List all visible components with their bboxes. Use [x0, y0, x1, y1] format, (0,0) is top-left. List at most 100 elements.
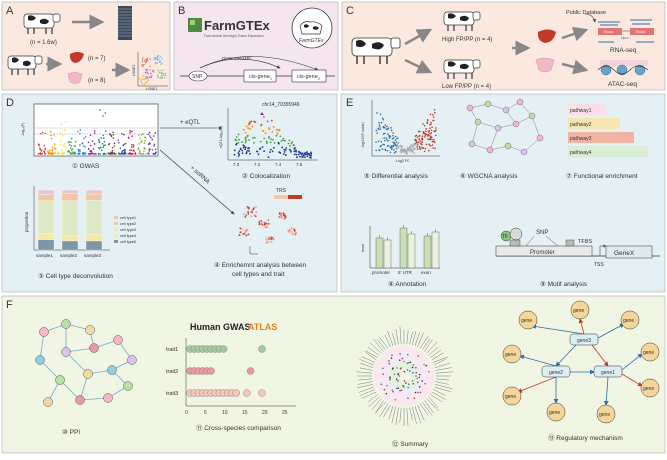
manhattan-point	[44, 132, 46, 135]
wgcna-edge	[523, 137, 541, 153]
volcano-point	[394, 139, 397, 141]
volcano-point	[428, 138, 431, 141]
coloc-point	[284, 139, 286, 142]
volcano-point	[401, 147, 403, 149]
tsne-point	[149, 58, 151, 60]
volcano-point	[432, 116, 435, 118]
coloc-point	[247, 147, 250, 149]
summary-point	[388, 362, 391, 365]
manhattan-point	[61, 134, 64, 137]
trs-point	[283, 214, 286, 216]
volcano-point	[421, 141, 423, 144]
ppi-node	[89, 343, 99, 353]
volcano-point	[388, 134, 390, 137]
badge-text: FarmGTEx	[299, 38, 324, 44]
tsne-point	[155, 56, 157, 59]
xtick: 20	[262, 410, 268, 416]
ppi-edge	[65, 351, 89, 375]
regulation-edge	[621, 373, 643, 387]
trs-point	[260, 222, 262, 225]
panel-a: A (n = 1.6w)	[1, 1, 171, 91]
manhattan-point	[54, 152, 56, 154]
manhattan-point	[139, 137, 141, 140]
manhattan-point	[131, 144, 133, 146]
coloc-point	[301, 152, 304, 155]
manhattan-point	[77, 150, 80, 152]
volcano-point	[400, 148, 402, 151]
manhattan-point	[81, 142, 84, 144]
volcano-point	[434, 147, 436, 150]
volcano-point	[381, 148, 384, 151]
manhattan-point	[44, 153, 46, 155]
deconv-bar-segment	[37, 189, 55, 195]
summary-label-line	[428, 347, 439, 356]
manhattan-point	[39, 153, 42, 155]
trs-point	[247, 211, 249, 213]
summary-point	[391, 389, 394, 391]
volcano-point	[432, 113, 434, 116]
summary-point	[392, 367, 394, 370]
volcano-point	[380, 121, 383, 124]
deconv-bar-segment	[85, 234, 103, 242]
summary-point	[382, 367, 384, 370]
volcano-point	[383, 143, 386, 146]
volcano-point	[416, 145, 418, 148]
manhattan-point	[124, 148, 126, 151]
gene-node: gene	[570, 300, 590, 320]
ppi-node	[83, 369, 93, 379]
summary-label-line	[431, 391, 446, 400]
manhattan-point	[149, 135, 151, 137]
trs-point	[266, 236, 269, 239]
trs-point	[270, 238, 273, 241]
manhattan-point	[63, 152, 66, 155]
deconv-bar-segment	[61, 240, 79, 251]
cow-icon	[443, 59, 481, 79]
manhattan-point	[38, 144, 40, 147]
trs-point	[265, 222, 268, 225]
coloc-point	[295, 150, 297, 153]
trs-point	[255, 211, 258, 213]
manhattan-point	[105, 130, 107, 132]
coloc-point	[245, 151, 248, 153]
volcano-point	[400, 151, 403, 154]
ppi-node	[85, 325, 95, 335]
volcano-point	[385, 128, 388, 131]
tsne-point	[141, 78, 144, 80]
manhattan-point	[123, 153, 126, 155]
anno-bar	[375, 237, 384, 269]
summary-label-line	[392, 333, 396, 346]
tsne-point	[158, 71, 160, 73]
manhattan-point	[111, 152, 114, 154]
snp-ellipse: SNP	[188, 70, 208, 82]
coloc-point	[237, 155, 240, 157]
wgcna-node	[484, 100, 492, 108]
gene-text: gene	[521, 318, 532, 324]
coloc-point	[295, 153, 298, 156]
wgcna-node	[466, 104, 474, 112]
volcano-point	[400, 145, 402, 148]
manhattan-point	[50, 153, 53, 155]
tsne-point	[149, 69, 151, 71]
tsne-point	[154, 58, 157, 60]
manhattan-point	[51, 149, 54, 152]
volcano-point	[416, 148, 419, 150]
coloc-point	[276, 132, 279, 135]
coloc-point	[237, 152, 240, 154]
manhattan-point	[140, 134, 143, 136]
panel-d-letter: D	[6, 97, 14, 109]
summary-point	[388, 360, 390, 362]
volcano-point	[429, 136, 432, 139]
trs-point	[253, 206, 255, 208]
volcano-point	[424, 134, 427, 136]
tsne-point	[145, 70, 147, 72]
volcano-point	[378, 124, 381, 126]
wgcna-label: ⑥ WGCNA analysis	[460, 172, 518, 180]
volcano-point	[375, 141, 377, 143]
manhattan-point	[129, 130, 131, 132]
wgcna-node	[474, 118, 482, 126]
volcano-point	[415, 134, 418, 137]
tsne-point	[159, 55, 161, 58]
manhattan-point	[64, 121, 67, 123]
manhattan-point	[155, 151, 157, 153]
tsne-point	[142, 75, 145, 77]
